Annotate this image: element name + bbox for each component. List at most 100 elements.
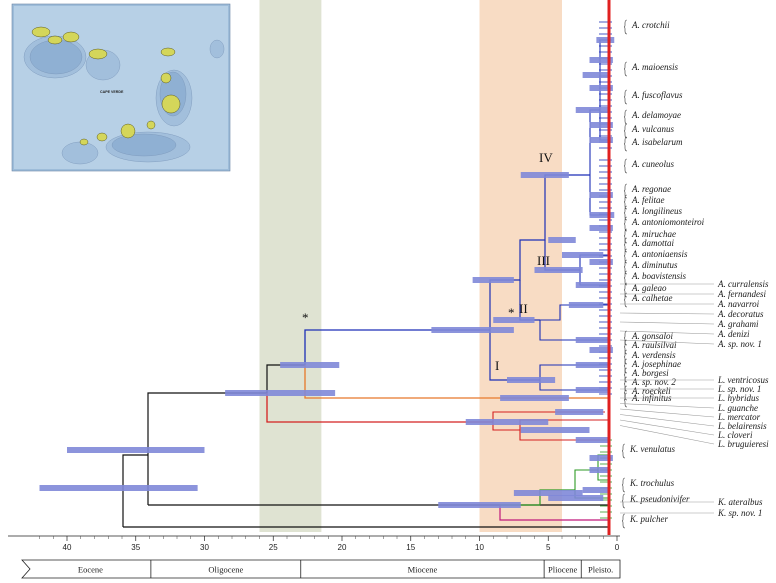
species-label: A. fernandesi	[717, 289, 766, 299]
epoch-frame	[21, 559, 621, 579]
node-error-bar	[589, 57, 613, 63]
species-label: A. roeckeli	[631, 386, 671, 396]
node-error-bar	[589, 225, 613, 231]
species-bracket	[621, 493, 626, 509]
node-error-bar	[589, 347, 613, 353]
orange-branch	[304, 365, 610, 399]
node-error-bar	[438, 502, 521, 508]
map-shelf	[111, 133, 177, 157]
species-label: K. pulcher	[629, 514, 668, 524]
epoch-label: Miocene	[408, 565, 438, 575]
node-error-bar	[507, 377, 556, 383]
species-bracket	[623, 158, 628, 174]
map-island	[96, 132, 108, 142]
node-error-bar	[575, 437, 611, 443]
map-island	[47, 35, 63, 45]
node-error-bar	[589, 122, 613, 128]
species-label: A. sp. nov. 1	[717, 339, 762, 349]
root-branch	[122, 454, 148, 527]
species-label: A. damottai	[631, 238, 674, 248]
species-bracket	[623, 349, 628, 365]
species-label: A. navarroi	[717, 299, 760, 309]
support-star: *	[508, 305, 515, 320]
species-label: A. denizi	[717, 329, 750, 339]
leader-line	[619, 419, 715, 436]
node-error-bar	[513, 490, 583, 496]
axis-tick-label: 20	[338, 543, 347, 552]
species-bracket	[623, 19, 628, 35]
clade-label: I	[495, 358, 499, 373]
node-error-bar	[568, 302, 604, 308]
node-error-bar	[575, 107, 611, 113]
map-island	[160, 47, 176, 57]
species-label: K. trochulus	[629, 478, 675, 488]
node-error-bar	[534, 267, 583, 273]
leader-line	[619, 339, 715, 345]
map-island	[31, 26, 51, 38]
species-label: A. boavistensis	[631, 271, 686, 281]
species-bracket	[623, 358, 628, 374]
species-label: A. josephinae	[631, 359, 681, 369]
node-error-bar	[67, 447, 205, 453]
species-bracket	[621, 477, 626, 493]
species-label: K. venulatus	[629, 444, 675, 454]
species-label: L. hybridus	[717, 393, 760, 403]
species-bracket	[623, 216, 628, 232]
species-label: A. delamoyae	[631, 110, 681, 120]
oligocene-miocene-band	[259, 0, 322, 532]
species-bracket	[623, 136, 628, 152]
species-bracket	[623, 339, 628, 355]
species-label: L. sp. nov. 1	[717, 384, 761, 394]
leader-line	[619, 414, 715, 427]
clade-label: II	[519, 301, 528, 316]
epoch-label: Eocene	[78, 565, 103, 575]
axis-tick-label: 10	[475, 543, 484, 552]
axis-tick-label: 40	[63, 543, 72, 552]
species-label: A. vulcanus	[631, 124, 674, 134]
axis-tick-label: 0	[615, 543, 620, 552]
species-label: A. borgesi	[631, 368, 669, 378]
species-label: K. ateralbus	[717, 497, 763, 507]
species-label: L. guanche	[717, 403, 758, 413]
species-label: L. cloveri	[717, 430, 753, 440]
species-label: A. raulsilvai	[631, 340, 677, 350]
node-error-bar	[589, 259, 613, 265]
map-shelf	[29, 39, 83, 75]
leader-line	[619, 408, 715, 418]
node-error-bar	[589, 192, 613, 198]
species-label: A. gonsaloi	[631, 331, 674, 341]
epoch-label: Pleisto.	[588, 565, 613, 575]
leader-line	[619, 312, 715, 315]
species-bracket	[623, 330, 628, 346]
cape-verde-map	[11, 3, 231, 172]
blue-branch	[304, 329, 490, 365]
species-label: A. sp. nov. 2	[631, 377, 676, 387]
node-error-bar	[575, 387, 611, 393]
epoch-bar	[21, 559, 621, 579]
species-label: A. isabelarum	[631, 137, 683, 147]
map-shelf	[61, 141, 99, 165]
node-error-bar	[582, 487, 611, 493]
species-label: A. diminutus	[631, 260, 678, 270]
node-error-bar	[493, 317, 535, 323]
species-label: L. ventricosus	[717, 375, 769, 385]
species-label: A. longilineus	[631, 206, 682, 216]
species-label: A. calhetae	[631, 293, 672, 303]
species-label: A. verdensis	[631, 350, 676, 360]
map-island	[160, 72, 172, 84]
species-label: A. fuscoflavus	[631, 90, 683, 100]
species-label: L. mercator	[717, 412, 761, 422]
leader-line	[619, 403, 715, 409]
species-label: A. felitae	[631, 195, 665, 205]
species-label: K. sp. nov. 1	[717, 508, 762, 518]
node-error-bar	[562, 252, 604, 258]
node-error-bar	[596, 37, 615, 43]
node-error-bar	[589, 212, 615, 218]
red-branch	[266, 393, 493, 423]
node-error-bar	[575, 337, 611, 343]
species-label: A. antoniaensis	[631, 249, 688, 259]
support-star: *	[302, 310, 309, 325]
species-label: A. cuneolus	[631, 159, 674, 169]
